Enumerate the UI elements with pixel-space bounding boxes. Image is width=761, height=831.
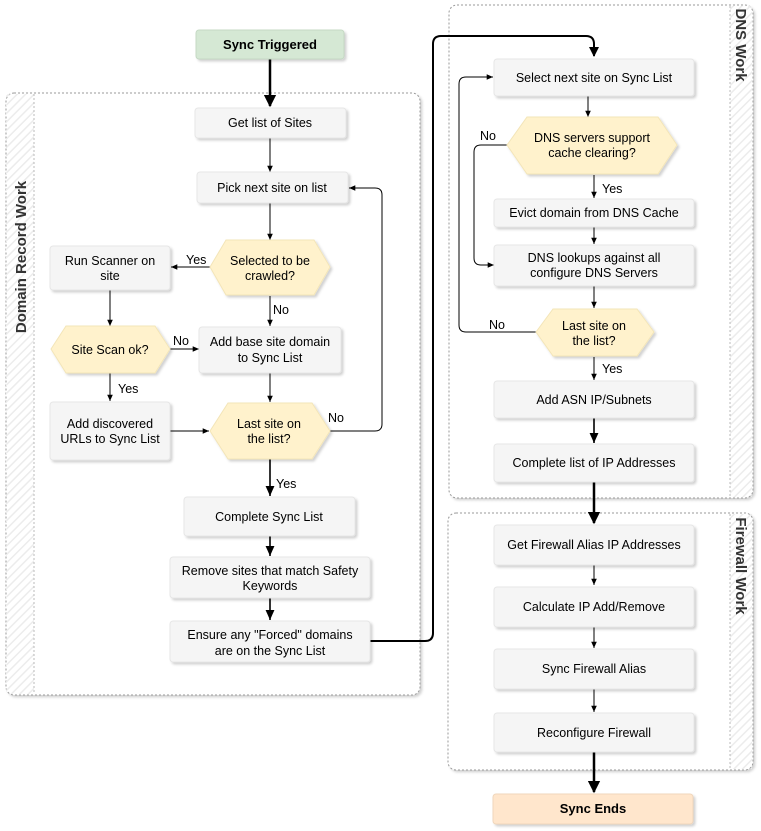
node-label: Get list of Sites	[228, 116, 312, 130]
edge-label-no: No	[480, 129, 496, 143]
node-sync-firewall-alias: Sync Firewall Alias	[493, 648, 695, 690]
node-label: Site Scan ok?	[71, 343, 148, 357]
node-label: DNS lookups against all	[528, 251, 661, 265]
node-sync-triggered: Sync Triggered	[195, 29, 345, 60]
node-label: crawled?	[245, 269, 295, 283]
node-label: Add base site domain	[210, 335, 330, 349]
node-label: Reconfigure Firewall	[537, 726, 651, 740]
node-label: cache clearing?	[548, 146, 636, 160]
edge-lastsite-no-loop	[330, 185, 383, 432]
group-label-firewall-work: Firewall Work	[732, 517, 749, 615]
node-label: Keywords	[243, 579, 298, 593]
edge-label-no: No	[489, 318, 505, 332]
node-label: Add ASN IP/Subnets	[536, 393, 651, 407]
edge-label-yes: Yes	[186, 253, 206, 267]
node-reconfigure-firewall: Reconfigure Firewall	[493, 712, 695, 753]
node-label: DNS servers support	[534, 131, 651, 145]
edge-label-yes: Yes	[276, 477, 296, 491]
node-label: Select next site on Sync List	[516, 71, 673, 85]
node-label: configure DNS Servers	[530, 266, 658, 280]
edge-label-yes: Yes	[602, 182, 622, 196]
node-remove-safety-keywords: Remove sites that match Safety Keywords	[169, 556, 371, 599]
node-get-firewall-alias: Get Firewall Alias IP Addresses	[493, 524, 695, 566]
edge-dnssupport-no	[473, 144, 507, 268]
nodes: Sync Triggered Get list of Sites Pick ne…	[49, 29, 695, 825]
decision-last-site-domain: Last site on the list?	[209, 402, 331, 460]
node-evict-domain: Evict domain from DNS Cache	[493, 198, 695, 228]
node-label: the list?	[247, 432, 290, 446]
node-label: Evict domain from DNS Cache	[509, 206, 679, 220]
node-dns-lookups: DNS lookups against all configure DNS Se…	[493, 244, 695, 287]
node-label: Last site on	[562, 319, 626, 333]
group-label-dns-work: DNS Work	[732, 8, 749, 82]
node-add-asn-subnets: Add ASN IP/Subnets	[493, 380, 695, 419]
node-label: to Sync List	[238, 351, 303, 365]
node-label: Sync Ends	[560, 801, 626, 816]
edge-label-no: No	[173, 334, 189, 348]
decision-selected-to-be-crawled: Selected to be crawled?	[209, 239, 331, 296]
node-ensure-forced-domains: Ensure any "Forced" domains are on the S…	[169, 620, 371, 663]
edge-ensure-to-dns	[370, 35, 599, 642]
edge-labels: Yes No No Yes No Yes No Yes No Yes	[118, 129, 622, 491]
node-sync-ends: Sync Ends	[492, 793, 694, 825]
node-pick-next-site: Pick next site on list	[196, 171, 349, 204]
node-label: site	[100, 269, 120, 283]
edge-label-no: No	[273, 303, 289, 317]
node-label: Remove sites that match Safety	[182, 564, 359, 578]
node-label: the list?	[572, 334, 615, 348]
node-label: URLs to Sync List	[60, 432, 160, 446]
node-select-next-site: Select next site on Sync List	[493, 58, 695, 97]
node-calculate-ip: Calculate IP Add/Remove	[493, 586, 695, 628]
node-label: are on the Sync List	[215, 644, 326, 658]
node-run-scanner: Run Scanner on site	[49, 245, 171, 291]
node-label: Add discovered	[67, 417, 153, 431]
node-label: Sync Firewall Alias	[542, 662, 646, 676]
edge-label-no: No	[328, 411, 344, 425]
node-label: Complete list of IP Addresses	[512, 456, 675, 470]
group-label-domain-record-work: Domain Record Work	[13, 180, 30, 333]
node-label: Ensure any "Forced" domains	[187, 628, 352, 642]
edge-lastsite2-no-loop	[458, 74, 536, 333]
node-label: Sync Triggered	[223, 37, 317, 52]
node-label: Calculate IP Add/Remove	[523, 600, 665, 614]
node-label: Complete Sync List	[215, 510, 323, 524]
node-label: Run Scanner on	[65, 254, 155, 268]
group-firewall-work: Firewall Work	[447, 512, 754, 771]
edge-label-yes: Yes	[118, 382, 138, 396]
node-get-list-of-sites: Get list of Sites	[194, 107, 347, 139]
decision-site-scan-ok: Site Scan ok?	[50, 325, 171, 374]
edges	[107, 35, 601, 794]
node-label: Pick next site on list	[217, 181, 327, 195]
decision-dns-support-clearing: DNS servers support cache clearing?	[506, 116, 678, 175]
node-add-base-domain: Add base site domain to Sync List	[198, 326, 342, 374]
node-label: Last site on	[237, 417, 301, 431]
edge-label-yes: Yes	[602, 362, 622, 376]
node-label: Selected to be	[230, 254, 310, 268]
node-label: Get Firewall Alias IP Addresses	[507, 538, 680, 552]
node-complete-sync-list: Complete Sync List	[183, 496, 356, 537]
node-complete-ip-list: Complete list of IP Addresses	[493, 443, 695, 483]
decision-last-site-dns: Last site on the list?	[535, 308, 655, 357]
node-add-discovered-urls: Add discovered URLs to Sync List	[49, 401, 171, 461]
